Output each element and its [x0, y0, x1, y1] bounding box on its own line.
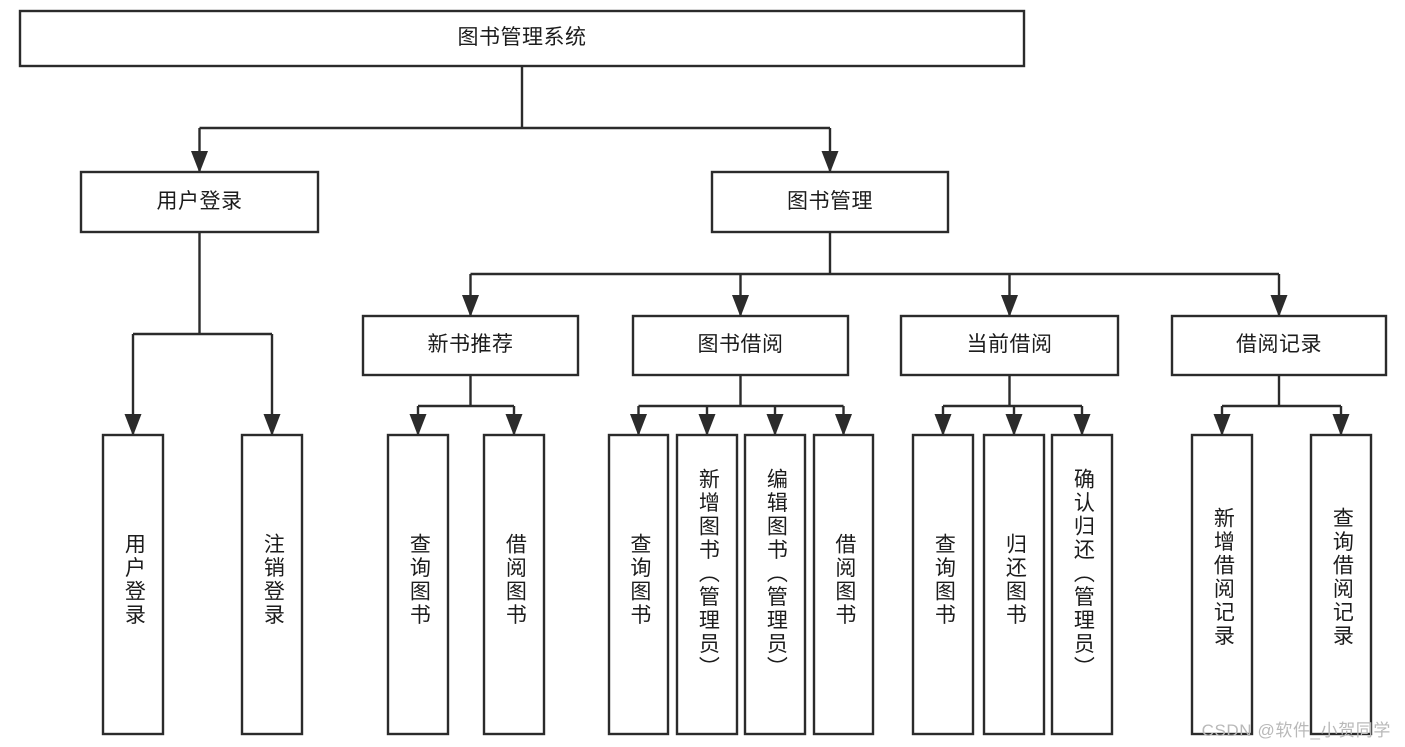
node-user-login[interactable]	[81, 172, 318, 232]
connector-arrowhead	[505, 414, 523, 436]
connector-arrowhead	[1005, 414, 1023, 436]
connector-arrowhead	[835, 414, 852, 436]
node-leaf-query-book-3[interactable]	[913, 435, 973, 734]
node-box-leaf-return-book[interactable]	[982, 433, 1046, 736]
node-box-book-manage[interactable]	[710, 170, 950, 234]
node-leaf-borrow-book-2[interactable]	[814, 435, 873, 734]
connector-arrowhead	[934, 414, 952, 436]
node-box-root[interactable]	[18, 9, 1026, 68]
node-leaf-add-record[interactable]	[1192, 435, 1252, 734]
node-box-layer	[18, 9, 1388, 736]
watermark: CSDN @软件_小贺同学	[1201, 721, 1391, 740]
node-leaf-return-book[interactable]	[984, 435, 1044, 734]
node-box-leaf-user-login[interactable]	[101, 433, 165, 736]
node-current-borrow[interactable]	[901, 316, 1118, 375]
connector-arrowhead	[263, 414, 281, 436]
node-leaf-query-book-2[interactable]	[609, 435, 668, 734]
node-book-borrow[interactable]	[633, 316, 848, 375]
connector-arrowhead	[1213, 414, 1231, 436]
node-new-book-rec[interactable]	[363, 316, 578, 375]
node-leaf-query-book-1[interactable]	[388, 435, 448, 734]
node-leaf-borrow-book-1[interactable]	[484, 435, 544, 734]
node-box-leaf-borrow-book-2[interactable]	[812, 433, 875, 736]
node-box-current-borrow[interactable]	[899, 314, 1120, 377]
node-box-book-borrow[interactable]	[631, 314, 850, 377]
node-leaf-add-book[interactable]	[677, 435, 737, 734]
node-box-leaf-query-book-2[interactable]	[607, 433, 670, 736]
node-box-new-book-rec[interactable]	[361, 314, 580, 377]
connector-arrowhead	[821, 151, 839, 173]
connector-arrowhead	[1270, 295, 1288, 317]
node-leaf-user-login[interactable]	[103, 435, 163, 734]
node-box-leaf-query-record[interactable]	[1309, 433, 1373, 736]
node-box-leaf-query-book-1[interactable]	[386, 433, 450, 736]
connector-arrowhead	[698, 414, 716, 436]
connector-arrowhead	[732, 295, 749, 317]
connector-arrowhead	[191, 151, 208, 173]
connector-layer	[124, 66, 1350, 436]
connector-arrowhead	[409, 414, 427, 436]
node-root[interactable]	[20, 11, 1024, 66]
connector-arrowhead	[1001, 295, 1018, 317]
node-box-borrow-record[interactable]	[1170, 314, 1388, 377]
node-box-leaf-logout[interactable]	[240, 433, 304, 736]
node-box-leaf-edit-book[interactable]	[743, 433, 807, 736]
connector-arrowhead	[1332, 414, 1350, 436]
node-leaf-confirm-return[interactable]	[1052, 435, 1112, 734]
node-box-leaf-confirm-return[interactable]	[1050, 433, 1114, 736]
node-leaf-query-record[interactable]	[1311, 435, 1371, 734]
connector-arrowhead	[1073, 414, 1091, 436]
node-book-manage[interactable]	[712, 172, 948, 232]
node-borrow-record[interactable]	[1172, 316, 1386, 375]
node-box-leaf-add-book[interactable]	[675, 433, 739, 736]
connector-arrowhead	[124, 414, 142, 436]
connector-arrowhead	[766, 414, 784, 436]
connector-arrowhead	[630, 414, 647, 436]
node-leaf-edit-book[interactable]	[745, 435, 805, 734]
node-leaf-logout[interactable]	[242, 435, 302, 734]
node-box-leaf-add-record[interactable]	[1190, 433, 1254, 736]
node-box-leaf-query-book-3[interactable]	[911, 433, 975, 736]
node-box-leaf-borrow-book-1[interactable]	[482, 433, 546, 736]
node-box-user-login[interactable]	[79, 170, 320, 234]
connector-arrowhead	[462, 295, 479, 317]
